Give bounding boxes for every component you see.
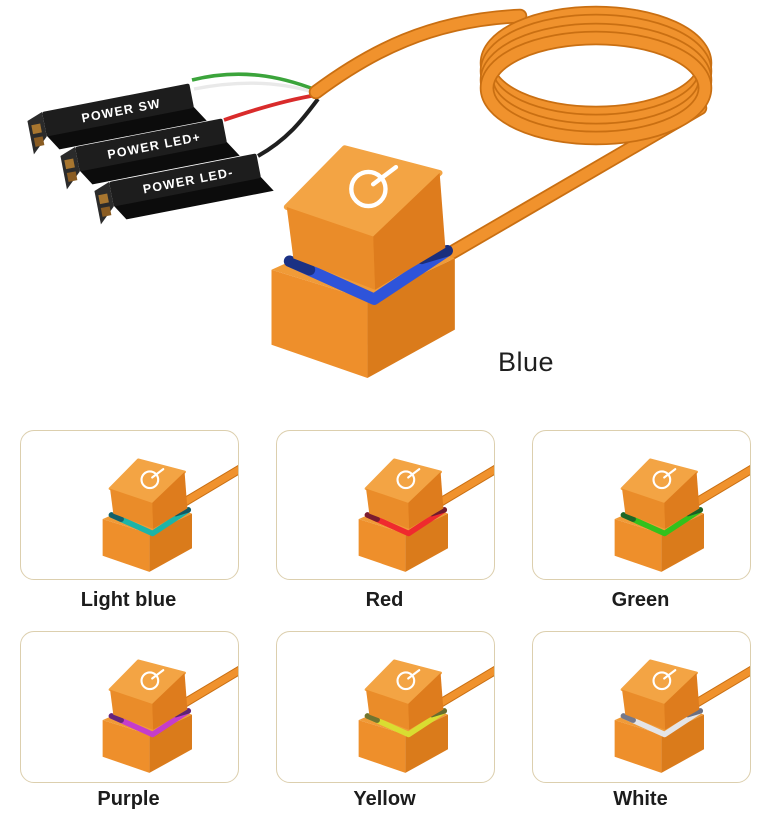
variant-button [615, 460, 704, 572]
variant-label-red: Red [365, 589, 404, 611]
variant-card-purple[interactable] [20, 631, 239, 783]
cable-from-connectors [308, 8, 528, 100]
variant-label-light-blue: Light blue [80, 589, 177, 611]
variant-card-red[interactable] [276, 430, 495, 580]
variant-button [359, 460, 448, 572]
wire-green [191, 72, 317, 92]
variant-label-yellow: Yellow [353, 788, 416, 810]
main-power-button[interactable] [272, 148, 455, 378]
cable-coil [479, 5, 713, 146]
variant-button [359, 661, 448, 773]
hero-image: POWER SW POWER LED+ POWER LED- [27, 5, 713, 412]
variant-button [103, 460, 192, 572]
variant-card-green[interactable] [532, 430, 751, 580]
main-color-label: Blue [498, 347, 555, 377]
pin-socket [33, 136, 45, 147]
variant-card-white[interactable] [532, 631, 751, 783]
pin-socket [66, 171, 78, 182]
variant-card-light-blue[interactable] [20, 430, 239, 580]
wire-black [257, 97, 320, 158]
variant-button [615, 661, 704, 773]
wire-white [193, 81, 317, 95]
connector-power-sw: POWER SW [27, 83, 207, 155]
pin-socket [64, 158, 75, 170]
wire-red [223, 93, 318, 122]
variant-label-green: Green [611, 589, 670, 611]
variant-label-white: White [613, 788, 668, 810]
variant-label-purple: Purple [97, 788, 160, 810]
connector-power-led-plus: POWER LED+ [60, 118, 240, 190]
variant-button [103, 661, 192, 773]
pin-socket [98, 193, 109, 205]
pin-socket [31, 123, 42, 135]
pin-socket [100, 206, 112, 217]
variant-card-yellow[interactable] [276, 631, 495, 783]
